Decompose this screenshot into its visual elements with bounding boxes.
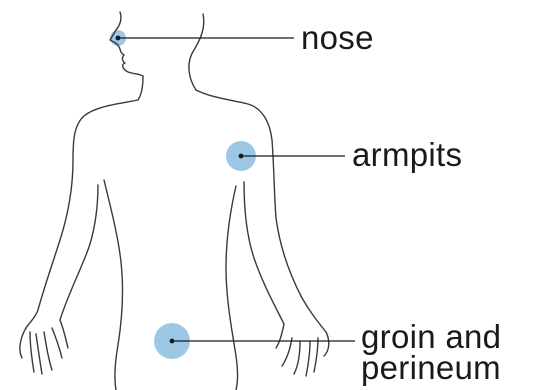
right-torso-side (226, 186, 238, 390)
left-torso-side (104, 180, 122, 390)
right-hand (276, 324, 329, 376)
nose-label: nose (301, 21, 374, 54)
left-hand (20, 320, 68, 374)
groin-perineum-label: groin and perineum (361, 321, 501, 383)
neck-back (189, 14, 204, 90)
groin-label-line2: perineum (361, 352, 501, 383)
left-arm-inner (60, 185, 98, 320)
right-shoulder-arm-outer (196, 90, 326, 332)
armpits-label: armpits (352, 138, 462, 171)
right-arm-inner (244, 182, 284, 324)
armpits-leader-dot (239, 154, 244, 159)
face-profile (110, 12, 143, 100)
groin-label-line1: groin and (361, 321, 501, 352)
nose-leader-dot (116, 36, 121, 41)
groin-leader-dot (170, 339, 175, 344)
left-shoulder-arm-outer (26, 100, 138, 328)
